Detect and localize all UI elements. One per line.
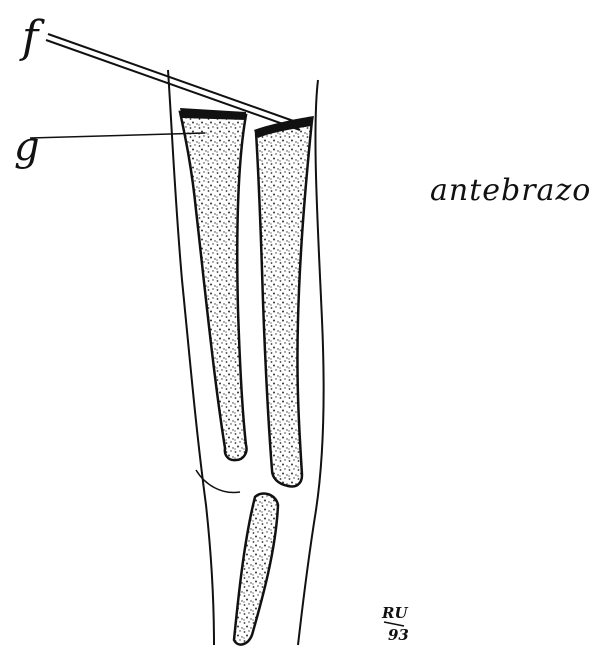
radius-articular-cap (180, 108, 246, 120)
label-f: f (19, 12, 45, 63)
diagram-title: antebrazo (430, 173, 591, 208)
artist-signature: RU 93 (381, 604, 409, 644)
radius-bone (180, 112, 247, 460)
pointer-line-g (30, 133, 205, 138)
signature-initials: RU (381, 604, 408, 622)
lower-bone (234, 494, 278, 645)
ulna-bone (256, 120, 312, 487)
pointer-line-f (46, 34, 302, 130)
label-g: g (14, 124, 40, 170)
signature-year: 93 (388, 626, 409, 644)
